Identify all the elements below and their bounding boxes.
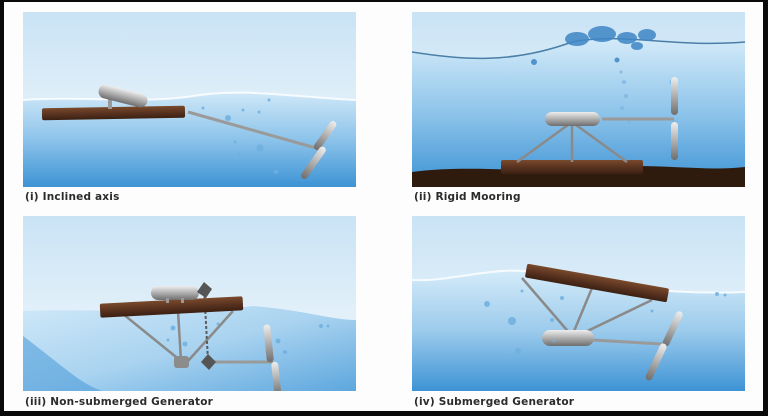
panel-submerged-generator (412, 216, 745, 391)
caption-non-submerged-generator: (iii) Non-submerged Generator (25, 396, 213, 408)
figure-sheet: (i) Inclined axis (4, 2, 763, 411)
rigid-mooring-illustration (412, 12, 745, 187)
panel-non-submerged-generator (23, 216, 356, 391)
caption-inclined-axis: (i) Inclined axis (25, 191, 120, 203)
inclined-axis-illustration (23, 12, 356, 187)
caption-submerged-generator: (iv) Submerged Generator (414, 396, 575, 408)
non-submerged-generator-illustration (23, 216, 356, 391)
caption-rigid-mooring: (ii) Rigid Mooring (414, 191, 521, 203)
panel-inclined-axis (23, 12, 356, 187)
submerged-generator-illustration (412, 216, 745, 391)
panel-rigid-mooring (412, 12, 745, 187)
